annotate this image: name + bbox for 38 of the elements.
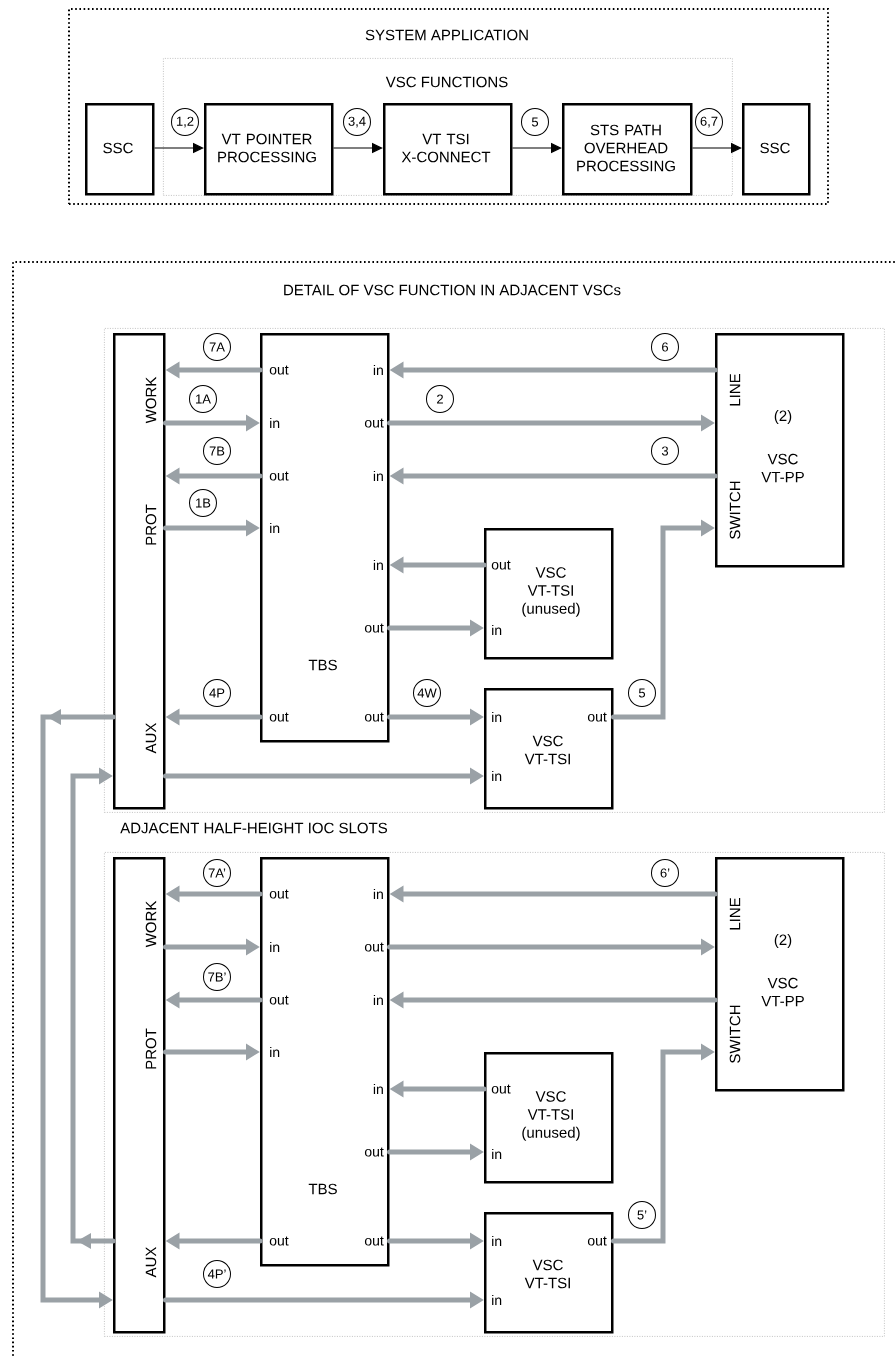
edge-label: 1A	[189, 385, 217, 413]
edge-label: 4W	[413, 679, 441, 707]
block-box: out in in out out in in in out TBS out out	[260, 857, 390, 1267]
block-box: SSC	[742, 103, 811, 196]
edge-label: 6	[651, 333, 679, 361]
edge-label: 5	[628, 679, 656, 707]
slot-panel	[104, 852, 885, 1337]
edge-label: 4P’	[203, 1260, 231, 1288]
edge-label: 3,4	[343, 108, 371, 136]
edge-label: 4P	[203, 679, 231, 707]
edge-label: 6,7	[695, 108, 723, 136]
block-box: out VSC VT-TSI (unused) in	[484, 528, 614, 660]
arrow	[70, 767, 116, 1249]
edge-label: 5	[521, 108, 549, 136]
slot-bar: WORK PROT AUX	[113, 857, 166, 1334]
edge-label: 7A	[203, 333, 231, 361]
section-heading: ADJACENT HALF-HEIGHT IOC SLOTS	[120, 822, 388, 834]
edge-label: 1,2	[171, 108, 199, 136]
edge-label: 6’	[651, 859, 679, 887]
slot-bar: WORK PROT AUX	[113, 333, 166, 810]
block-box: STS PATH OVERHEAD PROCESSING	[562, 103, 693, 196]
block-box: in out VSC VT-TSI in	[484, 1212, 614, 1334]
edge-label: 1B	[189, 489, 217, 517]
block-box: VT POINTER PROCESSING	[204, 103, 334, 196]
edge-label: 3	[651, 437, 679, 465]
edge-label: 5’	[628, 1201, 656, 1229]
block-box: SSC	[85, 103, 155, 196]
block-box: out VSC VT-TSI (unused) in	[484, 1052, 614, 1184]
edge-label: 7B’	[203, 963, 231, 991]
edge-label: 7A’	[203, 859, 231, 887]
block-box: in out VSC VT-TSI in	[484, 688, 614, 810]
block-box: VT TSI X-CONNECT	[383, 103, 513, 196]
edge-label: 7B	[203, 437, 231, 465]
block-box: LINE (2) VSC VT-PP SWITCH	[715, 333, 845, 568]
edge-label: 2	[426, 385, 454, 413]
block-box: LINE (2) VSC VT-PP SWITCH	[715, 857, 845, 1092]
slot-panel	[104, 328, 885, 813]
block-box: out in in out out in in in out TBS out out	[260, 333, 390, 743]
